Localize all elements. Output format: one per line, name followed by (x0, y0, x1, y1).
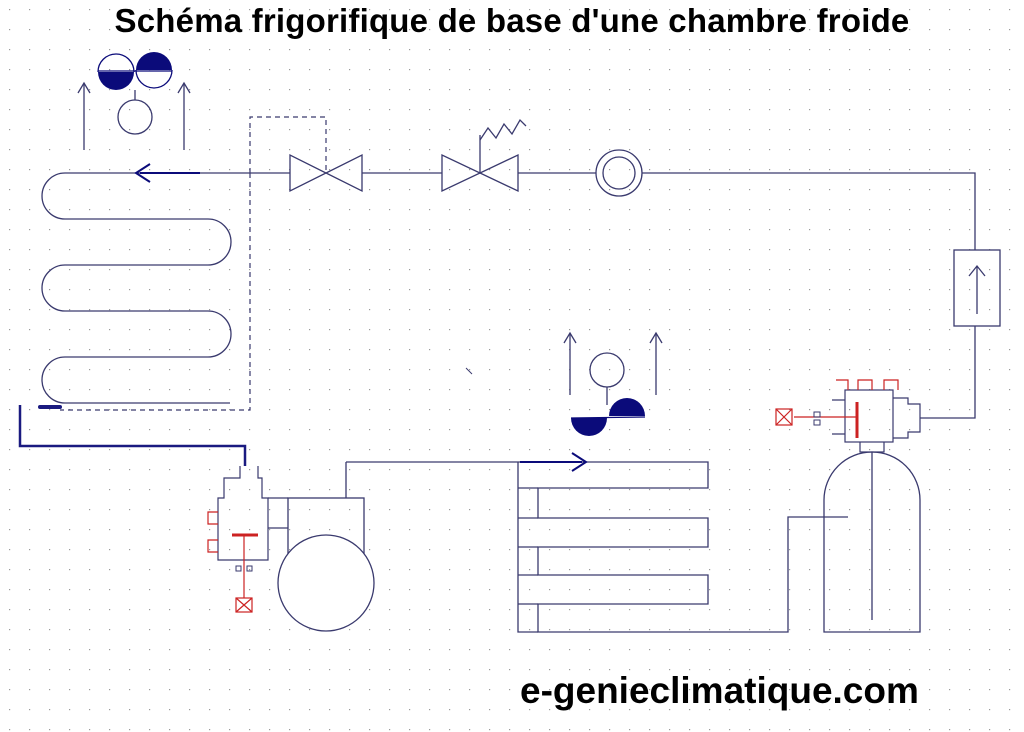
flow-arrow-evaporator (134, 163, 200, 183)
flow-arrow-discharge (520, 452, 588, 472)
condenser-fan (563, 331, 663, 436)
suction-valve-stem (232, 533, 258, 613)
suction-line (18, 405, 247, 466)
suction-service-valve (207, 466, 288, 561)
diagram-title: Schéma frigorifique de base d'une chambr… (114, 2, 910, 39)
liquid-line-from-receiver (920, 326, 976, 419)
condenser-outlet-pipe (706, 516, 848, 633)
website-caption: e-genieclimatique.com (520, 670, 919, 711)
receiver-valve (832, 379, 921, 453)
condenser-coil (346, 461, 709, 633)
bulb-capillary-dashed (60, 116, 327, 411)
compressor (277, 462, 375, 632)
solenoid-valve (441, 118, 527, 193)
evaporator-fan (77, 52, 191, 150)
liquid-line-to-drier (642, 172, 976, 250)
filter-drier (953, 249, 1001, 327)
liquid-receiver (823, 451, 921, 633)
evaporator-coil (41, 172, 232, 404)
receiver-valve-stem (775, 402, 859, 438)
stray-mark (465, 367, 473, 375)
